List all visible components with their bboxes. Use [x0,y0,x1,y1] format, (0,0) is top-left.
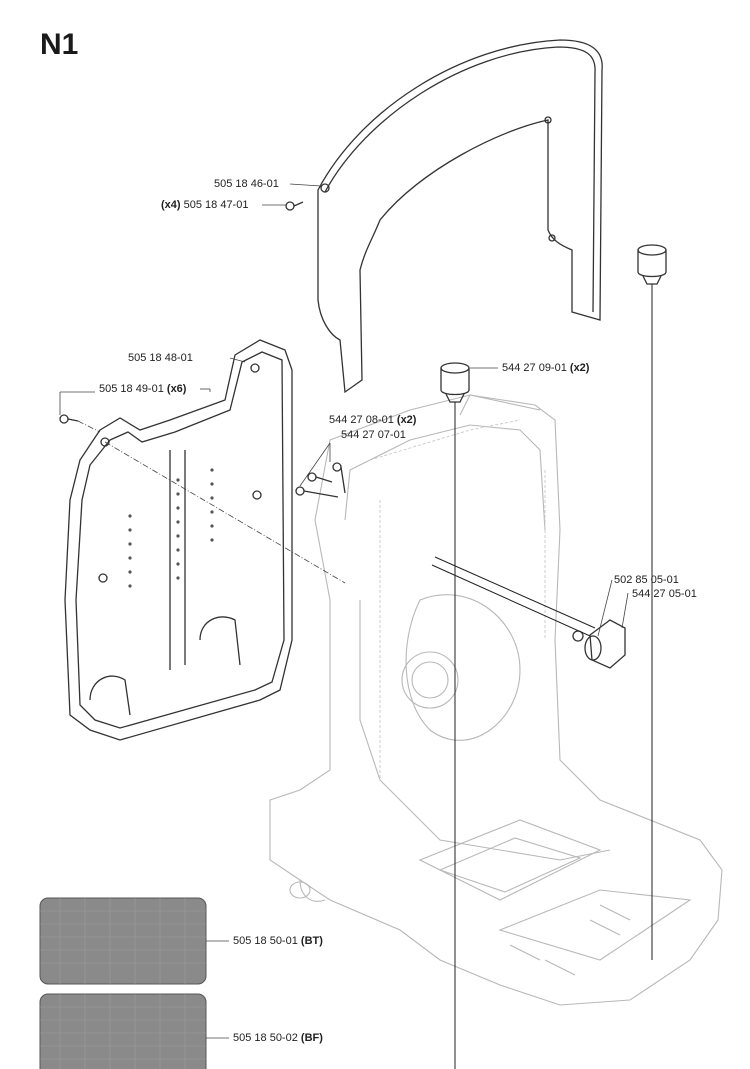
part-label-505-18-50-02: 505 18 50-02 (BF) [233,1032,323,1045]
part-variant: (BT) [300,935,323,947]
part-quantity: (x6) [166,383,187,395]
part-number: 544 27 07-01 [341,429,406,441]
part-quantity: (x2) [396,414,417,426]
page-title: N1 [40,28,79,61]
part-label-505-18-47-01: (x4) 505 18 47-01 [161,199,248,212]
part-number: 505 18 46-01 [214,178,279,190]
frame-bracket-part [317,39,603,394]
part-quantity: (x4) [161,199,181,211]
part-number: 544 27 09-01 [502,362,567,374]
part-number: 505 18 50-01 [233,935,298,947]
leader-lines [59,183,629,1039]
part-label-502-85-05-01: 502 85 05-01 [614,574,679,587]
part-number: 544 27 08-01 [329,414,394,426]
hinge-knob-part [572,619,626,669]
part-label-505-18-46-01: 505 18 46-01 [214,178,279,191]
part-number: 505 18 48-01 [128,352,193,364]
part-label-544-27-05-01: 544 27 05-01 [632,588,697,601]
back-plate-part [64,339,293,741]
screw-fastener [285,201,304,211]
part-label-544-27-09-01: 544 27 09-01 (x2) [502,362,589,375]
part-label-505-18-50-01: 505 18 50-01 (BT) [233,935,323,948]
backpack-frame-ghost [269,394,723,1006]
assembly-axis-lines [77,284,653,1069]
part-number: 505 18 50-02 [233,1032,298,1044]
part-label-544-27-08-01: 544 27 08-01 (x2) [329,414,416,427]
part-label-505-18-49-01: 505 18 49-01 (x6) [99,383,186,396]
rubber-plug-right [637,244,667,285]
label-pad-bt [39,897,207,985]
part-variant: (BF) [300,1032,323,1044]
part-quantity: (x2) [569,362,590,374]
label-pad-bf [39,993,207,1069]
part-label-544-27-07-01: 544 27 07-01 [341,429,406,442]
shoulder-screws [295,462,346,498]
part-number: 505 18 47-01 [183,199,249,211]
part-number: 544 27 05-01 [632,588,697,600]
part-label-505-18-48-01: 505 18 48-01 [128,352,193,365]
plate-screw [59,414,79,424]
part-number: 502 85 05-01 [614,574,679,586]
part-number: 505 18 49-01 [99,383,164,395]
